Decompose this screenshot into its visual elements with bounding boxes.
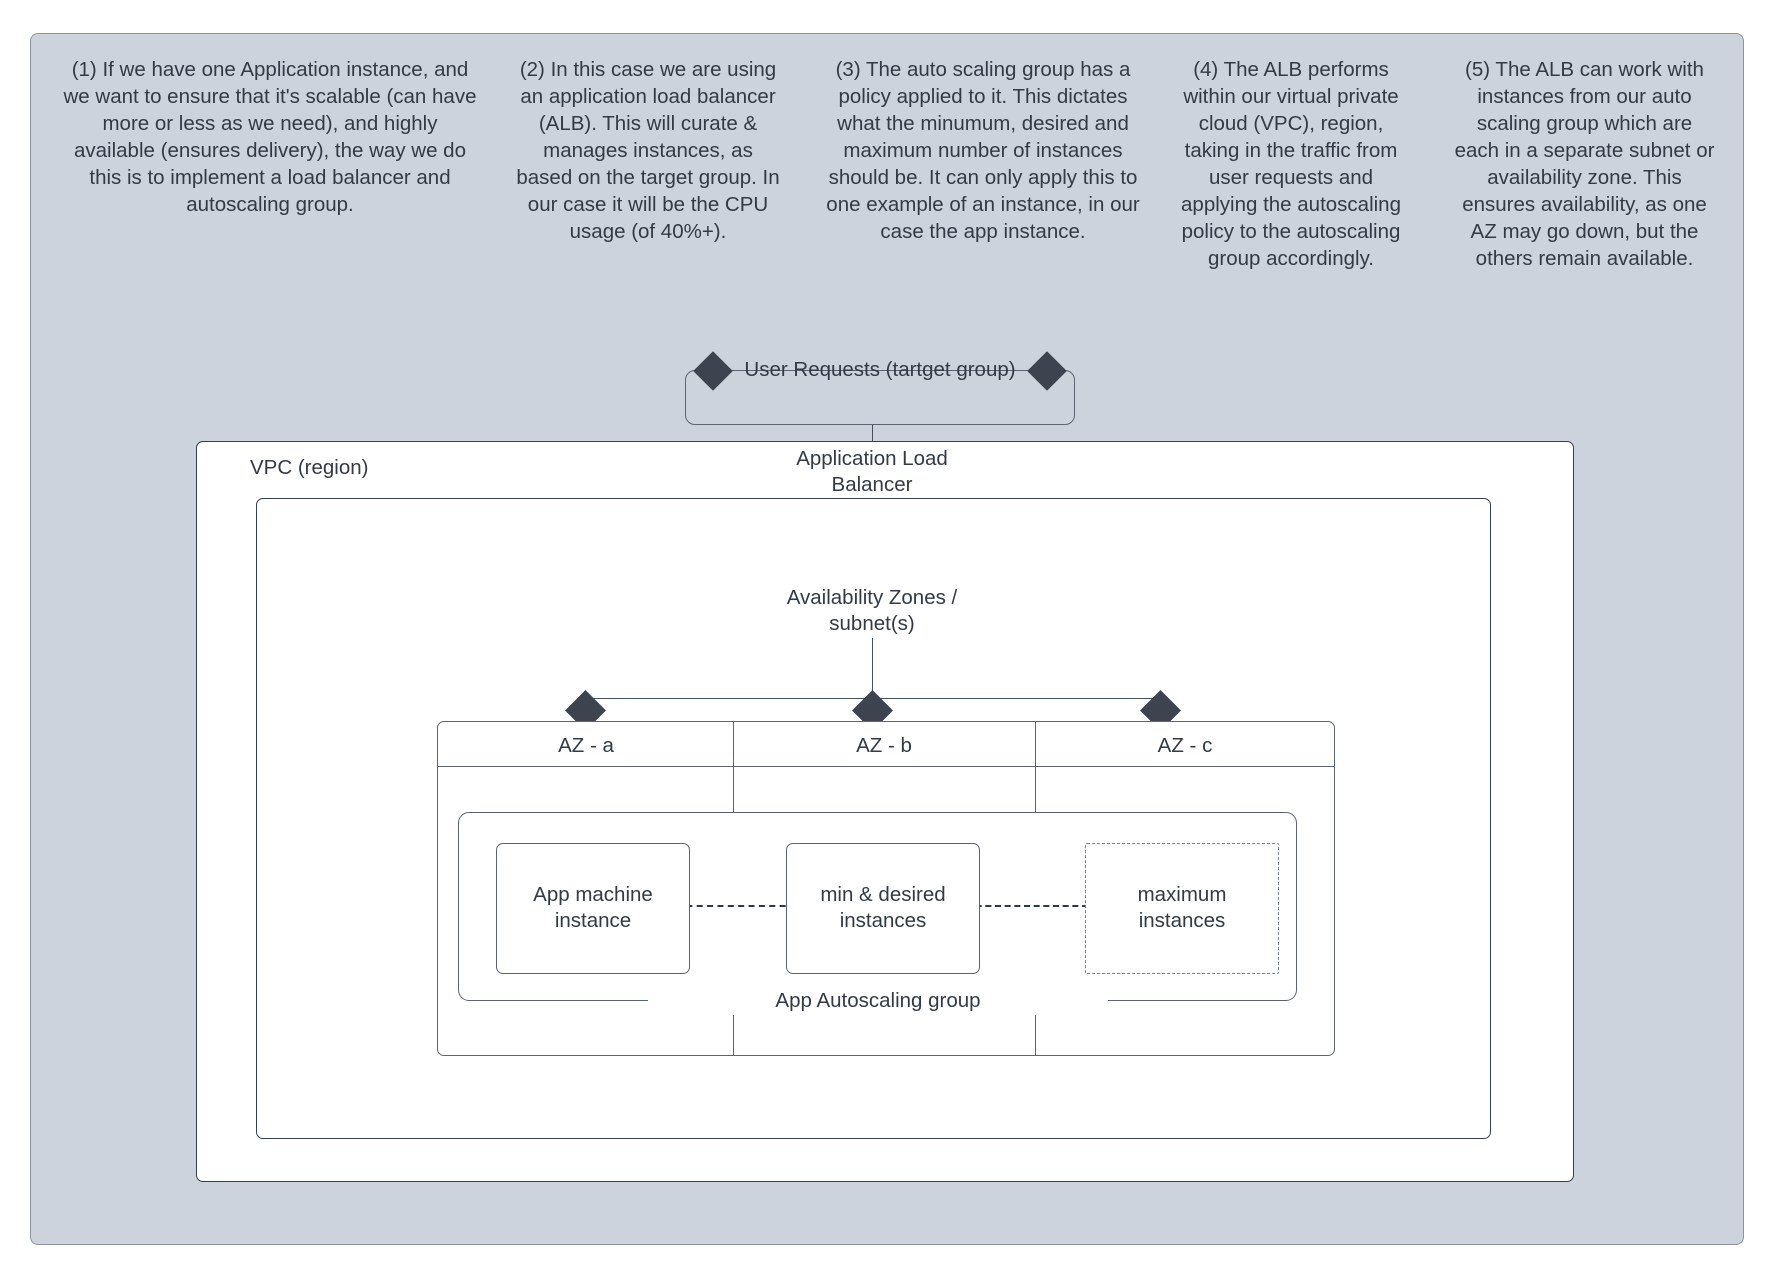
user-requests-label: User Requests (tartget group) [744, 358, 1016, 381]
availability-zones-label: Availability Zones / subnet(s) [742, 583, 1002, 639]
az-header-a: AZ - a [558, 734, 614, 757]
instance-box-min-desired [786, 843, 980, 974]
instance-label-app-machine: App machine instance [533, 883, 653, 932]
annotation-note-3: (3) The auto scaling group has a policy … [826, 58, 1140, 243]
user-requests-bracket [685, 370, 1075, 425]
alb-connector-stub [872, 425, 873, 445]
vpc-label: VPC (region) [250, 456, 369, 479]
annotation-note-4: (4) The ALB performs within our virtual … [1181, 58, 1401, 270]
annotation-note-5: (5) The ALB can work with instances from… [1454, 58, 1715, 270]
instance-box-app-machine [496, 843, 690, 974]
instance-label-maximum: maximum instances [1137, 883, 1227, 932]
instance-box-maximum [1085, 843, 1279, 974]
instance-link-1 [676, 905, 796, 907]
az-header-c: AZ - c [1157, 734, 1213, 757]
annotation-note-1: (1) If we have one Application instance,… [63, 58, 477, 216]
instance-link-2 [966, 905, 1088, 907]
az-fanout-stem [872, 638, 873, 698]
annotation-note-2: (2) In this case we are using an applica… [516, 58, 780, 243]
instance-label-min-desired: min & desired instances [820, 883, 946, 932]
autoscaling-group-label: App Autoscaling group [648, 987, 1108, 1015]
az-header-b: AZ - b [856, 734, 912, 757]
az-table-header-separator [437, 766, 1335, 767]
application-load-balancer-label: Application Load Balancer [742, 444, 1002, 500]
